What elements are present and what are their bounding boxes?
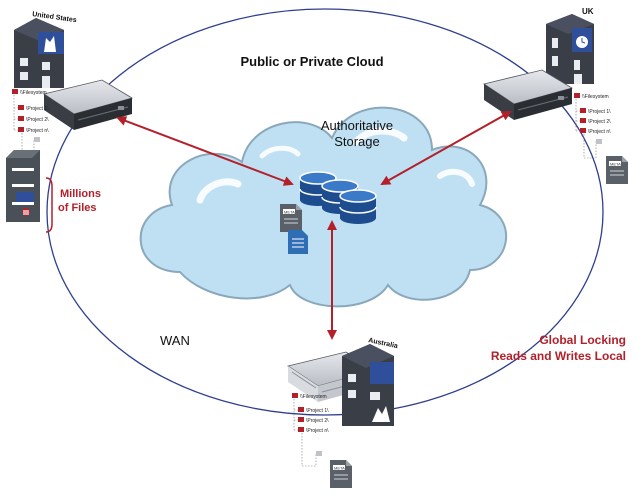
tree-label: \Project 2\	[26, 117, 49, 123]
folder-icon	[12, 89, 18, 94]
tree-label: \\Filesystem	[300, 394, 327, 400]
folder-tree-uk: \\Filesystem \Project 1\ \Project 2\ \Pr…	[574, 93, 611, 159]
building-icon	[14, 18, 64, 88]
tree-row: \Project 2\	[18, 116, 49, 123]
tree-row: \Project n\	[18, 127, 49, 134]
folder-icon	[580, 108, 586, 113]
meta-tag-text: META	[610, 162, 621, 167]
server-icon	[43, 79, 134, 130]
tree-row: \Project 2\	[580, 118, 611, 125]
tree-label: \\Filesystem	[20, 90, 47, 96]
arrow-icon	[116, 116, 294, 186]
folder-icon	[18, 127, 24, 132]
folder-icon	[580, 118, 586, 123]
millions-label-line1: Millions	[60, 188, 101, 200]
cloud-title: Public or Private Cloud	[240, 54, 383, 69]
locking-label-line2: Reads and Writes Local	[491, 349, 626, 363]
wan-ring	[46, 8, 604, 416]
storage-label-line2: Storage	[334, 134, 380, 149]
tree-row: \Project 1\	[18, 105, 49, 112]
folder-icon	[18, 116, 24, 121]
database-icon	[299, 171, 377, 224]
tree-label: \Project 2\	[588, 119, 611, 125]
building-icon	[342, 344, 394, 426]
tree-label: \Project n\	[26, 128, 49, 134]
meta-file-icon: META	[280, 204, 302, 232]
tree-label: \Project 1\	[306, 408, 329, 414]
tree-row: \Project n\	[298, 427, 329, 434]
millions-bracket	[45, 177, 53, 233]
meta-file-icon: META	[330, 460, 352, 488]
arrow-icon	[380, 111, 512, 185]
site-label-uk: UK	[582, 7, 594, 16]
folder-icon	[580, 128, 586, 133]
storage-label-line1: Authoritative	[321, 118, 393, 133]
locking-label-line1: Global Locking	[539, 333, 626, 347]
tree-row: \\Filesystem	[12, 89, 47, 96]
tree-label: \Project 2\	[306, 418, 329, 424]
tree-row: \\Filesystem	[292, 393, 327, 400]
millions-label-line2: of Files	[58, 202, 97, 214]
server-icon	[483, 69, 574, 120]
folder-icon	[298, 427, 304, 432]
tree-label: \Project n\	[588, 129, 611, 135]
meta-tag-text: META	[284, 210, 295, 215]
tree-row: \Project 2\	[298, 417, 329, 424]
tree-label: \\Filesystem	[582, 94, 609, 100]
folder-icon	[298, 407, 304, 412]
meta-file-icon: META	[606, 156, 628, 184]
folder-tree-us: \\Filesystem \Project 1\ \Project 2\ \Pr…	[12, 89, 49, 161]
folder-icon	[292, 393, 298, 398]
folder-tree-au: \\Filesystem \Project 1\ \Project 2\ \Pr…	[292, 393, 329, 467]
file-cabinet-icon	[6, 150, 40, 222]
meta-tag-text: META	[334, 466, 345, 471]
tree-row: \Project n\	[580, 128, 611, 135]
tree-row: \\Filesystem	[574, 93, 609, 100]
tree-row: \Project 1\	[298, 407, 329, 414]
tree-label: \Project n\	[306, 428, 329, 434]
folder-icon	[18, 105, 24, 110]
tree-label: \Project 1\	[588, 109, 611, 115]
tree-row: \Project 1\	[580, 108, 611, 115]
document-icon	[288, 230, 308, 254]
building-icon	[546, 14, 594, 84]
folder-icon	[574, 93, 580, 98]
tree-label: \Project 1\	[26, 106, 49, 112]
folder-icon	[298, 417, 304, 422]
wan-label: WAN	[160, 333, 190, 348]
